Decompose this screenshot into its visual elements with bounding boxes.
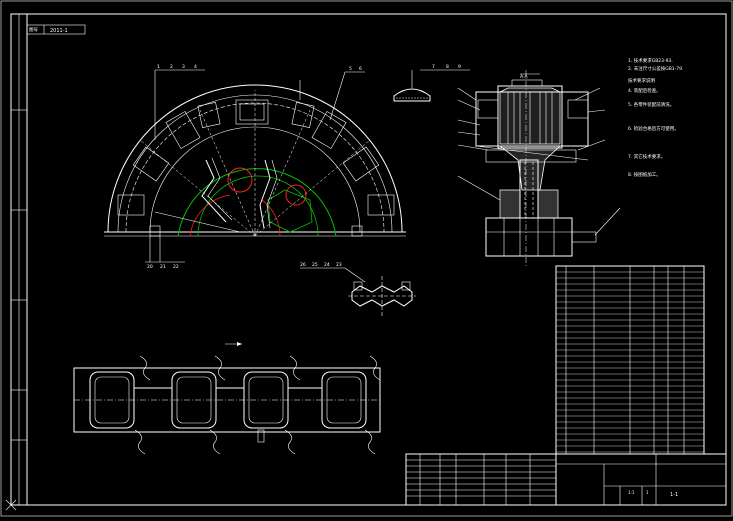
sheet-tab-text: 2011-1 [50,28,68,34]
plan-view [73,342,381,455]
svg-text:26: 26 [300,262,306,268]
svg-text:25: 25 [312,262,318,268]
svg-text:4: 4 [194,64,197,70]
svg-text:20: 20 [147,264,153,270]
svg-text:6: 6 [359,66,362,72]
section-view: A-A [457,70,621,268]
sheet-border [10,13,727,506]
svg-text:1. 技术要求GB23-93.: 1. 技术要求GB23-93. [628,57,673,64]
svg-text:7: 7 [432,64,435,70]
svg-text:图号: 图号 [29,27,38,33]
semicircle-view: 1 2 3 4 5 6 20 21 22 [104,64,406,270]
svg-text:A-A: A-A [520,74,529,80]
sheet-tab-box [26,24,86,35]
svg-text:1: 1 [157,64,160,70]
svg-text:1: 1 [646,490,649,495]
title-block: 1:1 1 1-1 [405,453,727,506]
svg-text:4. 装配后检查。: 4. 装配后检查。 [628,87,661,94]
svg-text:21: 21 [160,264,166,270]
svg-text:技术要求说明: 技术要求说明 [628,77,655,84]
svg-text:8. 按图纸加工。: 8. 按图纸加工。 [628,171,661,178]
svg-text:2: 2 [170,64,173,70]
svg-text:3: 3 [182,64,185,70]
drawing-number: 1-1 [670,492,678,498]
technical-notes: 1. 技术要求GB23-93. 2. 未注尺寸公差按GB1-79. 技术要求说明… [628,57,683,178]
svg-text:24: 24 [324,262,330,268]
svg-text:23: 23 [336,262,342,268]
cursor-icon [5,499,17,511]
svg-text:2. 未注尺寸公差按GB1-79.: 2. 未注尺寸公差按GB1-79. [628,65,683,72]
svg-text:8: 8 [446,64,449,70]
svg-text:22: 22 [173,264,179,270]
svg-text:5: 5 [349,66,352,72]
svg-text:1:1: 1:1 [628,490,635,495]
svg-text:7. 其它技术要求。: 7. 其它技术要求。 [628,153,665,160]
coupling-detail: 26 25 24 23 [300,262,416,316]
svg-text:6. 检验合格后方可使用。: 6. 检验合格后方可使用。 [628,125,679,132]
detail-flange: 7 8 9 [393,64,470,102]
parts-list [555,265,705,455]
svg-text:9: 9 [458,64,461,70]
svg-text:5. 各零件装配前清洗。: 5. 各零件装配前清洗。 [628,101,674,108]
